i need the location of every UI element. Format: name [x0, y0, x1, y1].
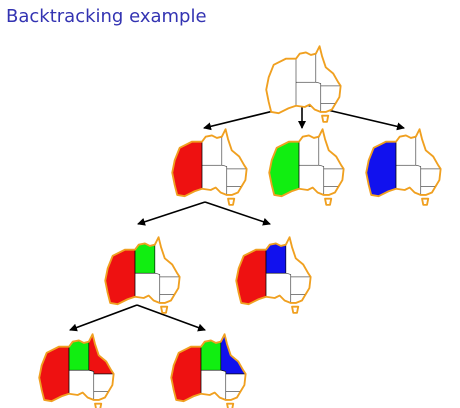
- region-wa-red: [171, 141, 203, 197]
- state-border: [285, 272, 292, 303]
- australia-outline: [365, 128, 442, 198]
- australia-outline: [265, 45, 342, 115]
- state-border: [221, 164, 228, 195]
- node-map-wa-red-nt-green-q-blue: [170, 333, 247, 408]
- state-border: [315, 81, 322, 112]
- region-wa-red: [235, 249, 267, 305]
- map-base: [266, 46, 341, 114]
- state-border: [135, 244, 156, 274]
- state-border: [266, 244, 287, 274]
- node-map-wa-red-nt-green-q-red: [38, 333, 115, 408]
- region-wa-red: [104, 249, 136, 305]
- region-nt-green: [200, 340, 222, 371]
- node-map-wa-red-nt-blue: [235, 236, 312, 314]
- tasmania-outline: [324, 197, 333, 206]
- region-nt-green: [134, 243, 156, 274]
- edge-wa-red-nt-green-to-wa-red-nt-green-q-red: [69, 304, 138, 332]
- tree-nodes: [38, 45, 442, 408]
- region-wa-red: [170, 346, 202, 402]
- state-border: [415, 164, 422, 195]
- australia-outline: [104, 236, 181, 306]
- region-wa-red: [38, 346, 70, 402]
- tasmania-outline: [94, 402, 103, 408]
- state-border: [299, 136, 320, 166]
- edge-wa-red-to-wa-red-nt-green: [137, 201, 206, 226]
- node-map-wa-green: [268, 128, 345, 206]
- australia-outline: [170, 333, 247, 403]
- tasmania-outline: [291, 305, 300, 314]
- edge-wa-red-to-wa-red-nt-blue: [204, 201, 271, 226]
- state-border: [296, 53, 317, 83]
- node-map-wa-blue: [365, 128, 442, 206]
- state-border: [201, 341, 222, 371]
- state-border: [202, 136, 223, 166]
- tasmania-outline: [227, 197, 236, 206]
- region-nt-green: [68, 340, 90, 371]
- slide-title: Backtracking example: [6, 6, 207, 27]
- australia-outline: [268, 128, 345, 198]
- tasmania-outline: [226, 402, 235, 408]
- australia-outline: [235, 236, 312, 306]
- state-border: [154, 272, 161, 303]
- tasmania-outline: [321, 114, 330, 123]
- node-map-wa-red: [171, 128, 248, 206]
- state-border: [318, 164, 325, 195]
- state-border: [88, 369, 95, 400]
- region-wa-green: [268, 141, 300, 197]
- tasmania-outline: [160, 305, 169, 314]
- state-border: [396, 136, 417, 166]
- region-nt-blue: [265, 243, 287, 274]
- tasmania-outline: [421, 197, 430, 206]
- state-border: [220, 369, 227, 400]
- australia-outline: [171, 128, 248, 198]
- node-map-wa-red-nt-green: [104, 236, 181, 314]
- edge-wa-red-nt-green-to-wa-red-nt-green-q-blue: [136, 304, 206, 332]
- region-wa-blue: [365, 141, 397, 197]
- australia-outline: [38, 333, 115, 403]
- node-map-root: [265, 45, 342, 123]
